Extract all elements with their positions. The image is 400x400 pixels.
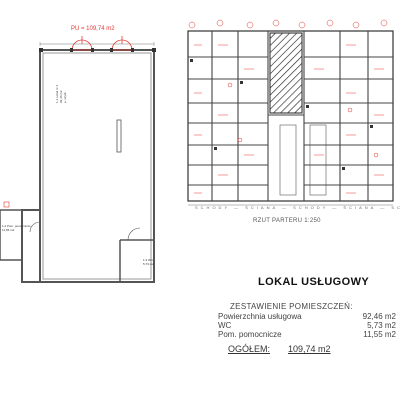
- room-wc-name: 1.3 WC: [143, 258, 154, 262]
- aux-door: [29, 221, 41, 233]
- entrance-doors: [71, 36, 133, 51]
- unit-walls: [21, 49, 155, 283]
- room-row: WC 5,73 m2: [218, 321, 396, 332]
- room-row: Pom. pomocnicze 11,55 m2: [218, 330, 396, 341]
- grid-markers: [188, 19, 388, 29]
- site-plan-scale: RZUT PARTERU 1:250: [253, 218, 321, 224]
- red-details: [194, 44, 384, 194]
- total-value: 109,74 m2: [288, 344, 331, 354]
- usable-area-label: PU = 109,74 m2: [71, 26, 115, 32]
- dimension-ticks: [39, 42, 155, 46]
- room-wc-area: 5,73 m2: [143, 261, 154, 266]
- page-title: LOKAL USŁUGOWY: [258, 276, 370, 288]
- room-aux-name: 1.2 Pom. pomocnicze: [2, 224, 31, 228]
- room-aux-area: 11,55 m2: [2, 227, 15, 232]
- highlighted-unit-hatch: [269, 32, 303, 114]
- room-row: Powierzchnia usługowa 92,46 m2: [218, 312, 396, 323]
- room-row-value: 92,46 m2: [362, 312, 396, 321]
- room-row-value: 11,55 m2: [363, 330, 396, 339]
- room-aux-label: 1.2 Pom. pomocnicze 11,55 m2: [2, 224, 31, 232]
- central-core: [279, 124, 327, 196]
- unit-floor-plan: [0, 36, 156, 283]
- rooms-table-title: ZESTAWIENIE POMIESZCZEŃ:: [230, 302, 353, 311]
- room-row-label: Powierzchnia usługowa: [218, 312, 302, 321]
- central-column: [116, 119, 122, 153]
- wc-door: [127, 227, 141, 241]
- room-wc-label: 1.3 WC 5,73 m2: [143, 258, 154, 266]
- fixtures: [190, 59, 373, 170]
- total-label: OGÓŁEM:: [228, 344, 271, 354]
- ground-floor-site-plan: [187, 19, 394, 206]
- bottom-strip-text: SCHODY — ŚCIANA — SCHODY — ŚCIANA — SCHO…: [195, 205, 400, 210]
- vertical-walls: [211, 31, 369, 201]
- left-marker: [3, 201, 10, 208]
- horizontal-walls: [188, 56, 393, 186]
- door-frames: [39, 48, 156, 52]
- room-main-note: p. użytk.: [63, 91, 67, 103]
- wall-thickness: [42, 52, 152, 280]
- room-main-label: 1.1 Lokal nr 4 92,46 m2 p. użytk.: [55, 85, 67, 103]
- room-row-value: 5,73 m2: [367, 321, 396, 330]
- building-outline: [187, 30, 394, 202]
- partitions: [0, 209, 154, 282]
- room-row-label: WC: [218, 321, 232, 330]
- room-row-label: Pom. pomocnicze: [218, 330, 282, 339]
